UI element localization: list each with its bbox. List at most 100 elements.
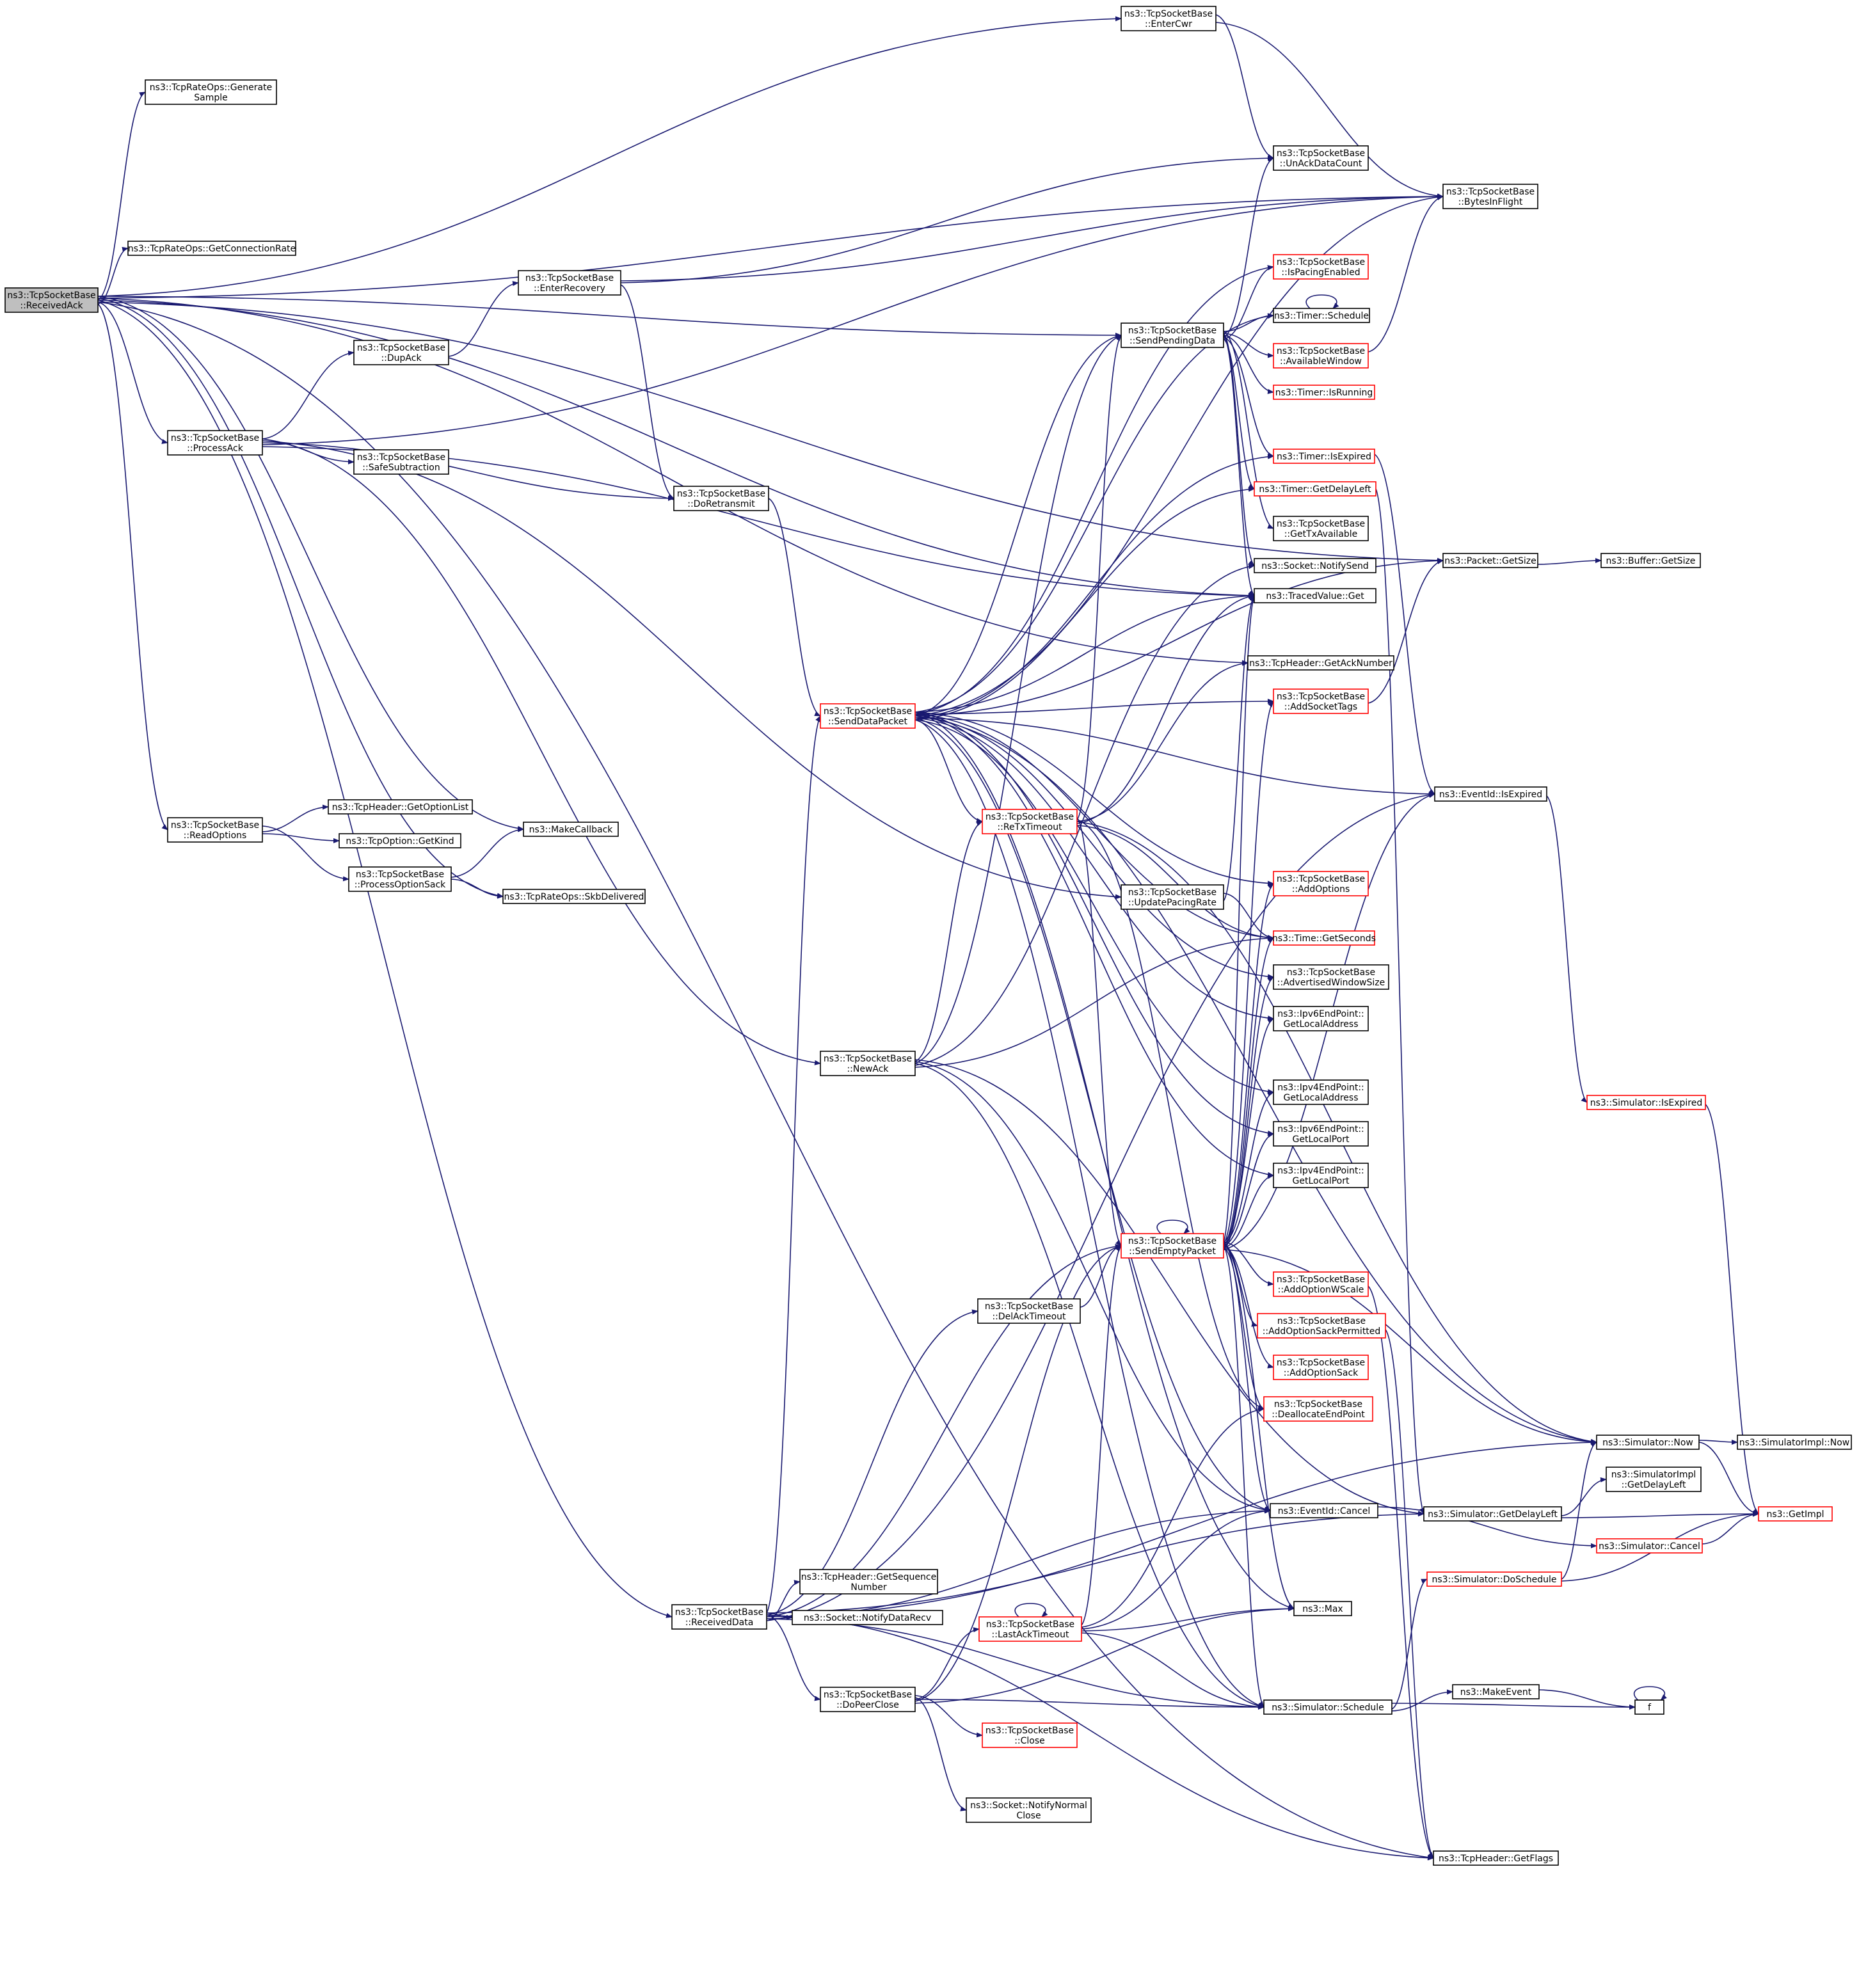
node-get-impl[interactable]: ns3::GetImpl [1758, 1506, 1833, 1522]
node-box [127, 241, 296, 256]
node-deallocate-end-point[interactable]: ns3::TcpSocketBase::DeallocateEndPoint [1263, 1396, 1373, 1422]
node-notify-send[interactable]: ns3::Socket::NotifySend [1254, 558, 1376, 573]
node-ipv4-get-local-port[interactable]: ns3::Ipv4EndPoint::GetLocalPort [1273, 1163, 1369, 1188]
node-label: ns3::TcpSocketBase [1128, 326, 1217, 336]
node-notify-data-recv[interactable]: ns3::Socket::NotifyDataRecv [792, 1610, 943, 1625]
call-edge-simulator_is_expired-to-get_impl [1705, 1104, 1759, 1515]
node-add-option-wscale[interactable]: ns3::TcpSocketBase::AddOptionWScale [1273, 1271, 1369, 1297]
call-edge-send_data_packet-to-retx_timeout [914, 719, 983, 823]
node-dup-ack[interactable]: ns3::TcpSocketBase::DupAck [353, 340, 449, 365]
node-box [1273, 516, 1369, 541]
node-skb-delivered[interactable]: ns3::TcpRateOps::SkbDelivered [502, 889, 646, 904]
node-enter-cwr[interactable]: ns3::TcpSocketBase::EnterCwr [1121, 6, 1217, 31]
call-edge-simulator_schedule-to-f [1391, 1703, 1636, 1710]
node-label: ::AvailableWindow [1280, 356, 1362, 367]
call-edge-send_pending_data-to-timer_is_running [1223, 335, 1274, 394]
node-close[interactable]: ns3::TcpSocketBase::Close [982, 1722, 1078, 1748]
node-simulator-do-schedule[interactable]: ns3::Simulator::DoSchedule [1426, 1571, 1562, 1587]
node-send-data-packet[interactable]: ns3::TcpSocketBase::SendDataPacket [820, 703, 916, 729]
node-update-pacing-rate[interactable]: ns3::TcpSocketBase::UpdatePacingRate [1121, 884, 1224, 910]
node-box [1254, 588, 1376, 603]
call-edge-new_ack-to-retx_timeout [914, 821, 983, 1062]
call-edge-simulator_schedule-to-simulator_do_schedule [1391, 1578, 1428, 1710]
node-buffer-get-size[interactable]: ns3::Buffer::GetSize [1600, 553, 1701, 568]
call-edge-send_data_packet-to-add_options [914, 712, 1274, 886]
node-enter-recovery[interactable]: ns3::TcpSocketBase::EnterRecovery [518, 270, 621, 296]
node-time-get-seconds[interactable]: ns3::Time::GetSeconds [1272, 930, 1376, 946]
node-retx-timeout[interactable]: ns3::TcpSocketBase::ReTxTimeout [982, 809, 1078, 834]
node-simulator-is-expired[interactable]: ns3::Simulator::IsExpired [1586, 1095, 1706, 1110]
node-box [1273, 1163, 1369, 1188]
node-timer-schedule[interactable]: ns3::Timer::Schedule [1273, 308, 1370, 323]
call-edge-send_data_packet-to-traced_value_get [914, 593, 1255, 713]
node-simulator-cancel[interactable]: ns3::Simulator::Cancel [1596, 1538, 1703, 1554]
node-get-connection-rate[interactable]: ns3::TcpRateOps::GetConnectionRate [127, 241, 296, 256]
node-traced-value-get[interactable]: ns3::TracedValue::Get [1254, 588, 1376, 603]
node-label: ns3::TcpSocketBase [357, 452, 445, 463]
node-add-option-sack-permitted[interactable]: ns3::TcpSocketBase::AddOptionSackPermitt… [1257, 1313, 1386, 1339]
node-unack-data-count[interactable]: ns3::TcpSocketBase::UnAckDataCount [1273, 145, 1369, 171]
node-event-id-cancel[interactable]: ns3::EventId::Cancel [1270, 1503, 1378, 1518]
node-bytes-in-flight[interactable]: ns3::TcpSocketBase::BytesInFlight [1442, 184, 1538, 209]
node-get-option-list[interactable]: ns3::TcpHeader::GetOptionList [328, 799, 473, 815]
call-edge-event_id_cancel-to-simulator_cancel [1377, 1506, 1597, 1548]
node-max[interactable]: ns3::Max [1293, 1601, 1352, 1616]
node-f[interactable]: f [1634, 1699, 1664, 1715]
node-del-ack-timeout[interactable]: ns3::TcpSocketBase::DelAckTimeout [977, 1298, 1081, 1324]
node-label: ::DelAckTimeout [992, 1312, 1066, 1322]
node-advertised-window-size[interactable]: ns3::TcpSocketBase::AdvertisedWindowSize [1273, 964, 1389, 990]
node-received-ack[interactable]: ns3::TcpSocketBase::ReceivedAck [4, 287, 99, 313]
node-ipv6-get-local-port[interactable]: ns3::Ipv6EndPoint::GetLocalPort [1273, 1121, 1369, 1147]
call-edge-send_empty_packet-to-simulator_schedule [1223, 1245, 1265, 1708]
node-simulator-impl-get-delay-left[interactable]: ns3::SimulatorImpl::GetDelayLeft [1606, 1467, 1702, 1492]
node-new-ack[interactable]: ns3::TcpSocketBase::NewAck [820, 1051, 916, 1076]
node-simulator-impl-now[interactable]: ns3::SimulatorImpl::Now [1737, 1435, 1852, 1450]
node-timer-is-expired[interactable]: ns3::Timer::IsExpired [1273, 449, 1375, 464]
node-received-data[interactable]: ns3::TcpSocketBase::ReceivedData [671, 1604, 767, 1630]
node-get-ack-number[interactable]: ns3::TcpHeader::GetAckNumber [1247, 655, 1394, 671]
node-is-pacing-enabled[interactable]: ns3::TcpSocketBase::IsPacingEnabled [1273, 254, 1369, 280]
node-event-id-is-expired[interactable]: ns3::EventId::IsExpired [1434, 786, 1547, 802]
node-add-socket-tags[interactable]: ns3::TcpSocketBase::AddSocketTags [1273, 688, 1369, 714]
node-get-kind[interactable]: ns3::TcpOption::GetKind [339, 833, 461, 848]
node-do-peer-close[interactable]: ns3::TcpSocketBase::DoPeerClose [820, 1687, 916, 1712]
call-edge-enter_cwr-to-unack_data_count [1215, 14, 1274, 159]
node-available-window[interactable]: ns3::TcpSocketBase::AvailableWindow [1273, 343, 1369, 369]
node-get-tx-available[interactable]: ns3::TcpSocketBase::GetTxAvailable [1273, 516, 1369, 541]
node-add-option-sack[interactable]: ns3::TcpSocketBase::AddOptionSack [1273, 1355, 1369, 1380]
node-box [1600, 553, 1701, 568]
node-ipv6-get-local-address[interactable]: ns3::Ipv6EndPoint::GetLocalAddress [1273, 1006, 1369, 1031]
node-box [328, 799, 473, 815]
node-label: ns3::TcpSocketBase [1277, 1316, 1366, 1326]
call-edge-available_window-to-bytes_in_flight [1368, 195, 1444, 353]
node-process-ack[interactable]: ns3::TcpSocketBase::ProcessAck [167, 430, 263, 456]
node-add-options[interactable]: ns3::TcpSocketBase::AddOptions [1273, 871, 1369, 896]
node-label: ns3::TcpSocketBase [824, 1054, 912, 1064]
node-simulator-get-delay-left[interactable]: ns3::Simulator::GetDelayLeft [1423, 1506, 1562, 1522]
node-label: ns3::TcpSocketBase [1277, 257, 1365, 267]
node-label: ns3::Max [1302, 1604, 1343, 1614]
node-simulator-now[interactable]: ns3::Simulator::Now [1596, 1435, 1700, 1450]
node-get-flags[interactable]: ns3::TcpHeader::GetFlags [1433, 1850, 1559, 1866]
node-send-pending-data[interactable]: ns3::TcpSocketBase::SendPendingData [1121, 322, 1224, 348]
node-last-ack-timeout[interactable]: ns3::TcpSocketBase::LastAckTimeout [978, 1616, 1082, 1642]
node-do-retransmit[interactable]: ns3::TcpSocketBase::DoRetransmit [673, 486, 769, 511]
node-read-options[interactable]: ns3::TcpSocketBase::ReadOptions [167, 817, 263, 843]
node-make-callback[interactable]: ns3::MakeCallback [523, 822, 619, 837]
node-timer-get-delay-left[interactable]: ns3::Timer::GetDelayLeft [1254, 481, 1376, 497]
node-safe-subtraction[interactable]: ns3::TcpSocketBase::SafeSubtraction [353, 449, 449, 475]
node-process-option-sack[interactable]: ns3::TcpSocketBase::ProcessOptionSack [348, 866, 452, 892]
node-ipv4-get-local-address[interactable]: ns3::Ipv4EndPoint::GetLocalAddress [1273, 1079, 1369, 1105]
node-simulator-schedule[interactable]: ns3::Simulator::Schedule [1263, 1699, 1392, 1715]
call-edge-simulator_now-to-get_impl [1698, 1442, 1759, 1516]
node-make-event[interactable]: ns3::MakeEvent [1452, 1684, 1540, 1699]
node-packet-get-size[interactable]: ns3::Packet::GetSize [1442, 553, 1538, 568]
node-label: ::GetDelayLeft [1622, 1480, 1686, 1490]
node-send-empty-packet[interactable]: ns3::TcpSocketBase::SendEmptyPacket [1121, 1233, 1224, 1259]
call-edge-last_ack_timeout-to-deallocate_end_point [1081, 1407, 1265, 1628]
node-timer-is-running[interactable]: ns3::Timer::IsRunning [1273, 385, 1375, 400]
node-label: ns3::TcpSocketBase [1277, 148, 1365, 159]
